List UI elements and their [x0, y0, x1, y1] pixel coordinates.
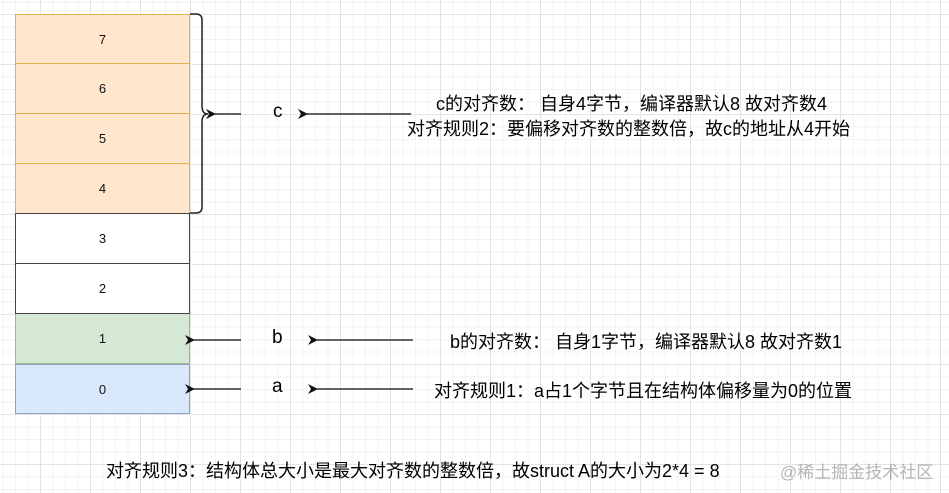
cell-index: 1 [98, 331, 107, 346]
cell-index: 2 [98, 281, 107, 296]
annotation-b: b的对齐数： 自身1字节，编译器默认8 故对齐数1 [450, 332, 843, 352]
cell-index: 0 [98, 381, 107, 397]
annotation-c-line2: 对齐规则2：要偏移对齐数的整数倍，故c的地址从4开始 [407, 119, 851, 139]
variable-label-c: c [273, 101, 283, 122]
annotation-rule3: 对齐规则3：结构体总大小是最大对齐数的整数倍，故struct A的大小为2*4 … [106, 461, 720, 481]
annotation-c-line1: c的对齐数： 自身4字节，编译器默认8 故对齐数4 [436, 94, 828, 114]
variable-label-b: b [272, 327, 283, 348]
memory-cell-1: 1 [15, 314, 190, 364]
memory-cell-4: 4 [15, 164, 190, 214]
watermark: @稀土掘金技术社区 [780, 463, 934, 482]
memory-cell-2: 2 [15, 263, 190, 314]
cell-index: 5 [98, 131, 107, 146]
annotation-a: 对齐规则1：a占1个字节且在结构体偏移量为0的位置 [434, 381, 853, 401]
memory-cell-0: 0 [15, 364, 190, 414]
cell-index: 6 [98, 81, 107, 96]
cell-index: 4 [98, 181, 107, 196]
variable-label-a: a [272, 376, 283, 397]
memory-cell-6: 6 [15, 64, 190, 114]
cell-index: 3 [98, 231, 107, 246]
curly-brace-icon [190, 13, 209, 214]
memory-cell-5: 5 [15, 114, 190, 164]
memory-cell-7: 7 [15, 14, 190, 64]
cell-index: 7 [98, 31, 107, 47]
